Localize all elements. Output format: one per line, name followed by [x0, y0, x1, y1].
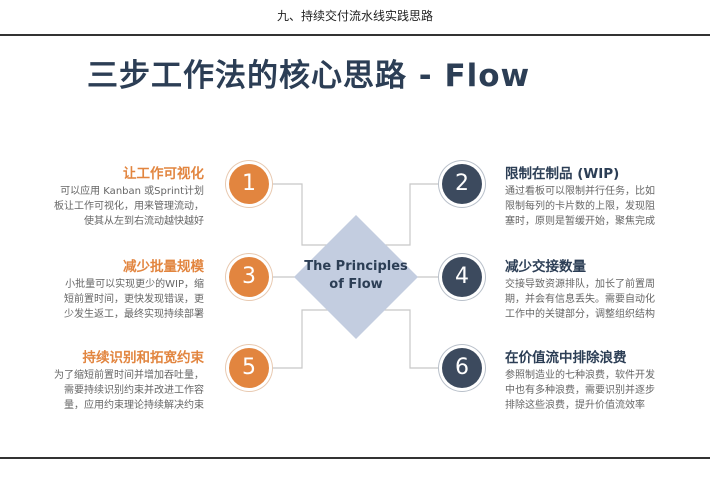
- connector-5: [268, 309, 330, 369]
- step-number-6: 6: [442, 348, 482, 388]
- step-heading-3: 减少批量规模: [123, 259, 204, 275]
- step-desc-5-line: 量，应用约束理论持续解决约束: [64, 400, 204, 411]
- step-desc-4-line: 工作中的关键部分，调整组织结构: [505, 309, 655, 320]
- step-heading-6: 在价值流中排除浪费: [505, 350, 627, 366]
- step-desc-6-line: 中也有多种浪费，需要识别并逐步: [505, 385, 655, 396]
- top-divider: [0, 34, 710, 36]
- connector-1: [268, 183, 330, 246]
- step-desc-3-line: 小批量可以实现更少的WIP，缩: [65, 279, 204, 290]
- page-header: 九、持续交付流水线实践思路: [276, 9, 433, 23]
- step-desc-2-line: 限制每列的卡片数的上限，发现阻: [505, 201, 655, 212]
- step-desc-2-line: 通过看板可以限制并行任务，比如: [505, 186, 655, 197]
- step-desc-1-line: 板让工作可视化，用来管理流动，: [54, 201, 204, 212]
- step-number-4: 4: [442, 257, 482, 297]
- center-label: The Principles of Flow: [300, 258, 412, 294]
- step-desc-4-line: 期，并会有信息丢失。需要自动化: [505, 294, 655, 305]
- step-desc-2: 通过看板可以限制并行任务，比如 限制每列的卡片数的上限，发现阻 塞时，原则是暂缓…: [505, 184, 670, 229]
- step-desc-1-line: 可以应用 Kanban 或Sprint计划: [60, 186, 204, 197]
- step-desc-5-line: 为了缩短前置时间并增加吞吐量，: [54, 370, 204, 381]
- connector-2: [383, 183, 438, 246]
- step-desc-3-line: 短前置时间，更快发现错误，更: [64, 294, 204, 305]
- connector-6: [383, 309, 438, 369]
- step-desc-2-line: 塞时，原则是暂缓开始，聚焦完成: [505, 216, 655, 227]
- step-number-1: 1: [229, 164, 269, 204]
- center-diamond: [294, 215, 418, 339]
- step-number-2: 2: [442, 164, 482, 204]
- step-desc-3: 小批量可以实现更少的WIP，缩 短前置时间，更快发现错误，更 少发生返工，最终实…: [39, 277, 204, 322]
- step-number-5: 5: [229, 348, 269, 388]
- step-number-3: 3: [229, 257, 269, 297]
- step-desc-4-line: 交接导致资源排队，加长了前置周: [505, 279, 655, 290]
- step-desc-1: 可以应用 Kanban 或Sprint计划 板让工作可视化，用来管理流动， 使其…: [39, 184, 204, 229]
- slide-title: 三步工作法的核心思路 - Flow: [87, 58, 531, 94]
- step-desc-3-line: 少发生返工，最终实现持续部署: [64, 309, 204, 320]
- step-desc-1-line: 使其从左到右流动越快越好: [84, 216, 204, 227]
- center-label-line1: The Principles: [304, 259, 408, 274]
- step-heading-1: 让工作可视化: [123, 166, 204, 182]
- step-heading-2: 限制在制品 (WIP): [505, 166, 620, 182]
- step-desc-6-line: 参照制造业的七种浪费，软件开发: [505, 370, 655, 381]
- step-desc-6-line: 排除这些浪费，提升价值流效率: [505, 400, 645, 411]
- step-desc-4: 交接导致资源排队，加长了前置周 期，并会有信息丢失。需要自动化 工作中的关键部分…: [505, 277, 670, 322]
- step-desc-5-line: 需要持续识别约束并改进工作容: [64, 385, 204, 396]
- step-desc-5: 为了缩短前置时间并增加吞吐量， 需要持续识别约束并改进工作容 量，应用约束理论持…: [39, 368, 204, 413]
- step-heading-4: 减少交接数量: [505, 259, 586, 275]
- step-desc-6: 参照制造业的七种浪费，软件开发 中也有多种浪费，需要识别并逐步 排除这些浪费，提…: [505, 368, 670, 413]
- bottom-divider: [0, 457, 710, 459]
- step-heading-5: 持续识别和拓宽约束: [82, 350, 205, 366]
- center-label-line2: of Flow: [329, 277, 383, 292]
